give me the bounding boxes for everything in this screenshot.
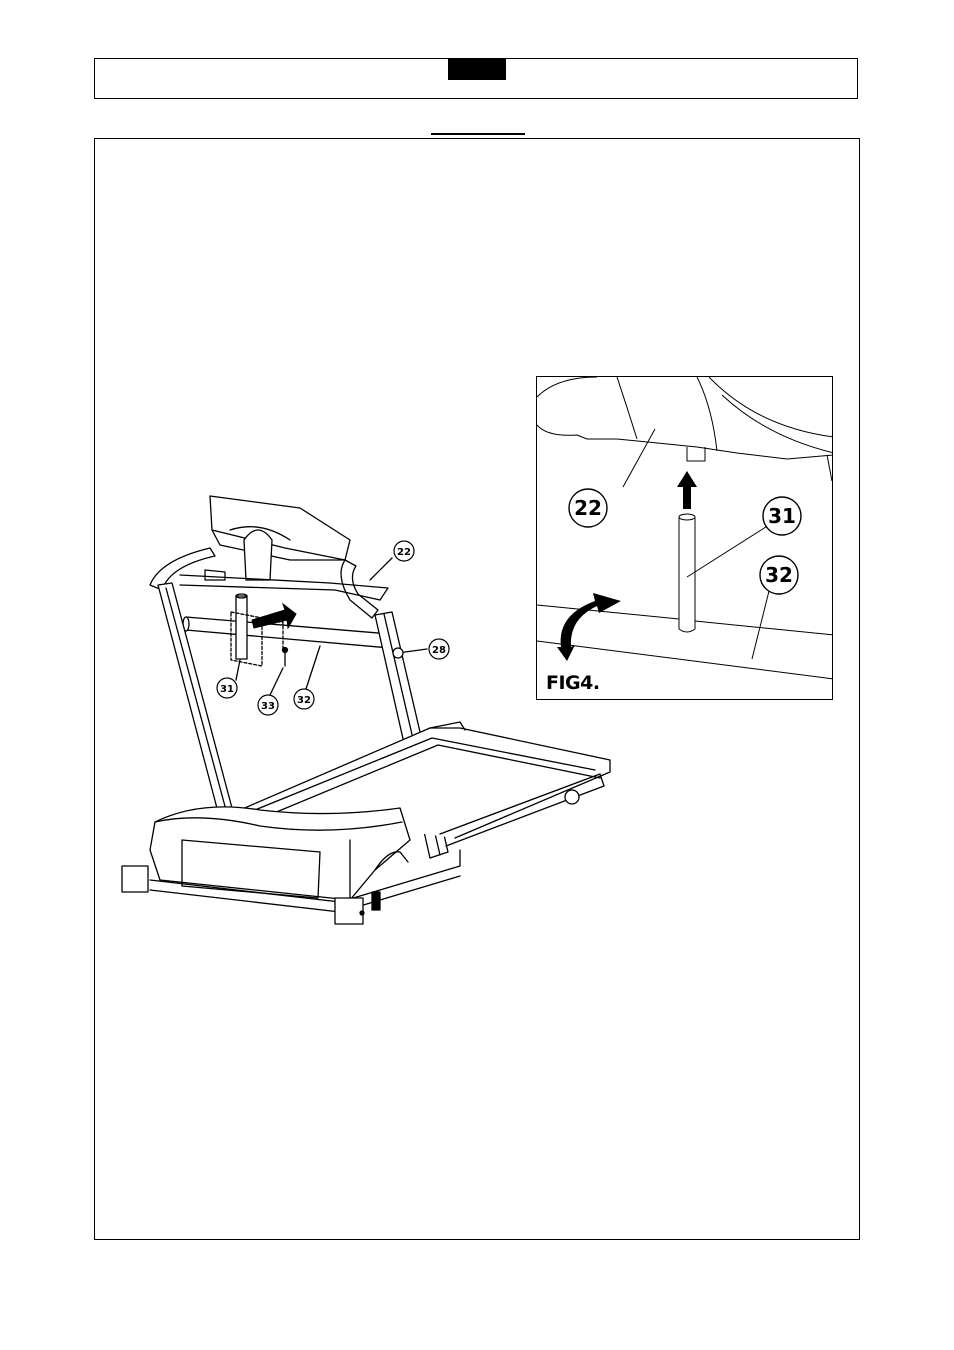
callout-31-main: 31	[217, 678, 237, 698]
svg-text:22: 22	[574, 496, 602, 520]
svg-text:33: 33	[261, 701, 275, 712]
figure-label: FIG4.	[546, 672, 600, 694]
callout-22-inset: 22	[569, 489, 607, 527]
svg-text:31: 31	[220, 684, 234, 695]
detail-inset: 22 31 32	[536, 376, 833, 700]
callout-31-inset: 31	[763, 497, 801, 535]
svg-text:22: 22	[397, 547, 411, 558]
svg-text:32: 32	[765, 563, 793, 587]
callout-32-inset: 32	[760, 556, 798, 594]
callout-33-main: 33	[258, 695, 278, 715]
svg-text:28: 28	[432, 645, 446, 656]
callout-22-main: 22	[394, 541, 414, 561]
svg-text:31: 31	[768, 504, 796, 528]
callout-28-main: 28	[429, 639, 449, 659]
svg-text:32: 32	[297, 695, 311, 706]
detail-drawing: 22 31 32	[537, 377, 833, 700]
callout-32-main: 32	[294, 689, 314, 709]
up-arrow-icon	[677, 471, 697, 509]
